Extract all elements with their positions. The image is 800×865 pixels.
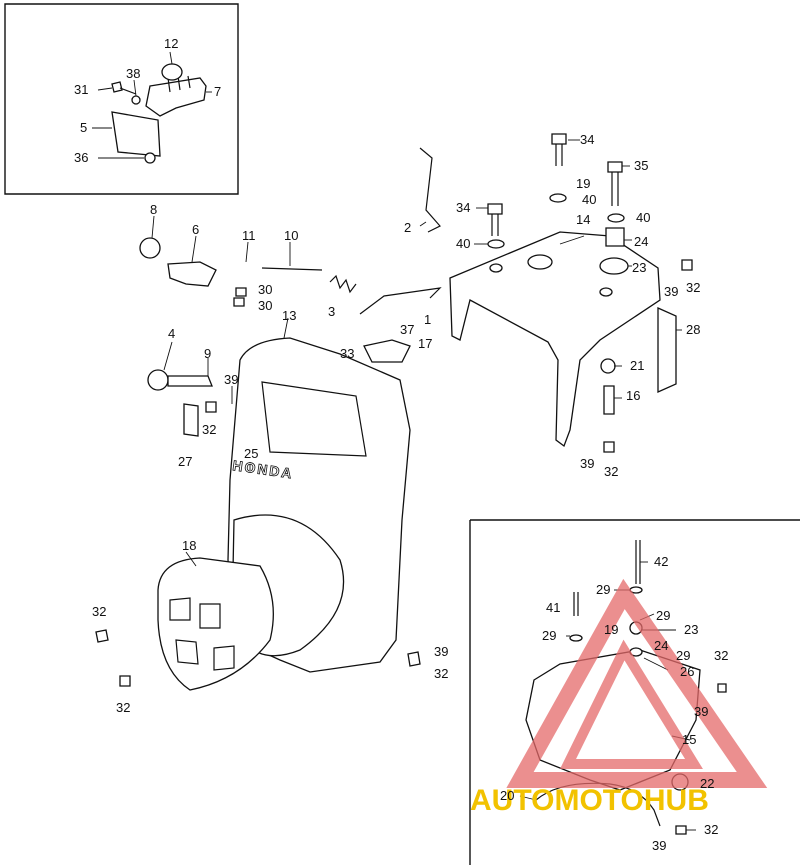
callout-label: 42	[654, 554, 668, 569]
callout-label: 33	[340, 346, 354, 361]
callout-label: 21	[630, 358, 644, 373]
callout-label: 34	[456, 200, 470, 215]
callout-label: 32	[202, 422, 216, 437]
callout-label: 4	[168, 326, 175, 341]
callout-label: 23	[684, 622, 698, 637]
callout-label: 24	[654, 638, 668, 653]
callout-label: 15	[682, 732, 696, 747]
callout-label: 7	[214, 84, 221, 99]
callout-labels: 12 31 38 7 5 36 8 6 11 10 30 30 4 9 39 3…	[74, 36, 728, 853]
callout-label: 39	[434, 644, 448, 659]
callout-label: 32	[434, 666, 448, 681]
callout-label: 37	[400, 322, 414, 337]
callout-label: 32	[714, 648, 728, 663]
callout-label: 16	[626, 388, 640, 403]
top-inset	[4, 3, 239, 195]
callout-label: 11	[242, 228, 256, 243]
callout-label: 9	[204, 346, 211, 361]
callout-label: 35	[634, 158, 648, 173]
callout-label: 8	[150, 202, 157, 217]
callout-label: 39	[224, 372, 238, 387]
callout-label: 32	[686, 280, 700, 295]
callout-label: 40	[582, 192, 596, 207]
main-assembly	[95, 133, 693, 691]
callout-label: 23	[632, 260, 646, 275]
callout-label: 17	[418, 336, 432, 351]
callout-label: 39	[580, 456, 594, 471]
callout-label: 32	[116, 700, 130, 715]
callout-label: 1	[424, 312, 431, 327]
callout-label: 30	[258, 298, 272, 313]
callout-label: 32	[92, 604, 106, 619]
callout-label: 29	[656, 608, 670, 623]
callout-label: 22	[700, 776, 714, 791]
callout-label: 34	[580, 132, 594, 147]
callout-label: 25	[244, 446, 258, 461]
callout-label: 18	[182, 538, 196, 553]
callout-label: 12	[164, 36, 178, 51]
callout-label: 39	[664, 284, 678, 299]
automotohub-watermark: AUTOMOTOHUB	[470, 578, 768, 817]
callout-label: 27	[178, 454, 192, 469]
callout-label: 29	[676, 648, 690, 663]
callout-label: 29	[542, 628, 556, 643]
callout-label: 13	[282, 308, 296, 323]
callout-label: 40	[456, 236, 470, 251]
callout-label: 38	[126, 66, 140, 81]
callout-label: 24	[634, 234, 648, 249]
callout-label: 19	[576, 176, 590, 191]
callout-label: 39	[694, 704, 708, 719]
callout-label: 19	[604, 622, 618, 637]
callout-label: 36	[74, 150, 88, 165]
callout-label: 30	[258, 282, 272, 297]
callout-label: 14	[576, 212, 590, 227]
callout-label: 20	[500, 788, 514, 803]
callout-label: 6	[192, 222, 199, 237]
callout-label: 2	[404, 220, 411, 235]
callout-label: 41	[546, 600, 560, 615]
callout-label: 29	[596, 582, 610, 597]
callout-label: 31	[74, 82, 88, 97]
callout-label: 32	[604, 464, 618, 479]
callout-label: 10	[284, 228, 298, 243]
callout-label: 28	[686, 322, 700, 337]
callout-label: 40	[636, 210, 650, 225]
watermark-brand: AUTOMOTOHUB	[470, 784, 709, 817]
callout-label: 3	[328, 304, 335, 319]
callout-label: 39	[652, 838, 666, 853]
callout-label: 5	[80, 120, 87, 135]
callout-label: 26	[680, 664, 694, 679]
callout-label: 32	[704, 822, 718, 837]
